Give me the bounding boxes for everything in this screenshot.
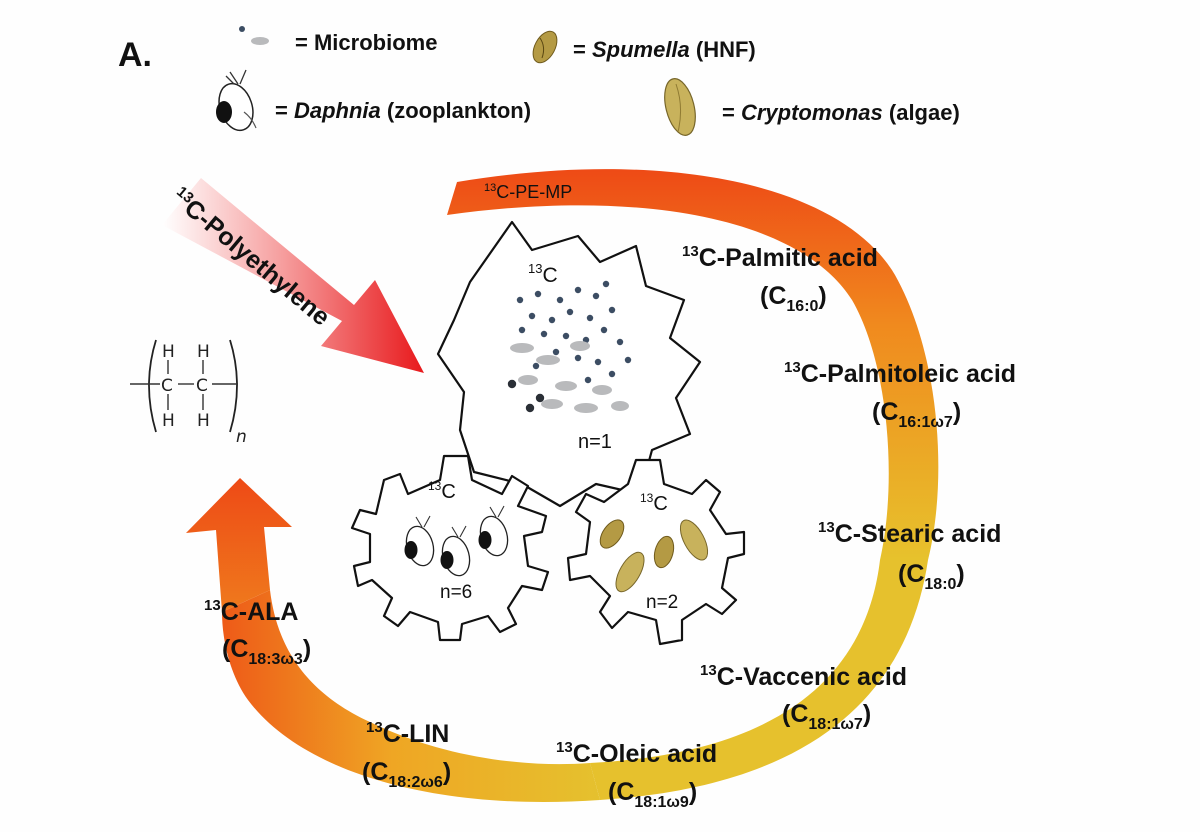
fatty-acid-name: 13C-LIN xyxy=(366,719,449,748)
gear-count-label: n=1 xyxy=(578,431,612,453)
legend-microbiome: = Microbiome xyxy=(295,30,437,55)
fatty-acid-stearic: 13C-Stearic acid (C18:0) xyxy=(818,519,1001,593)
fatty-acid-name: 13C-Palmitic acid xyxy=(682,243,878,272)
gear-count-label: n=6 xyxy=(440,582,472,603)
fatty-acid-palmitic: 13C-Palmitic acid (C16:0) xyxy=(682,243,878,315)
spumella-legend-icon xyxy=(532,30,558,64)
atom-h: H xyxy=(197,411,210,431)
fatty-acid-formula: (C16:0) xyxy=(760,282,827,315)
panel-label: A. xyxy=(118,36,152,74)
microbiome-gear: 13C n=1 xyxy=(436,220,702,508)
legend-spumella: = Spumella (HNF) xyxy=(573,37,756,62)
daphnia-cell-2 xyxy=(440,525,471,577)
fatty-acid-formula: (C18:1ω9) xyxy=(608,778,697,811)
microbiome-cells xyxy=(507,280,632,413)
fatty-acid-name: 13C-Palmitoleic acid xyxy=(784,359,1016,388)
fatty-acid-labels: 13C-Palmitic acid (C16:0) 13C-Palmitolei… xyxy=(204,243,1016,811)
repeat-subscript: n xyxy=(236,427,247,447)
cryptomonas-legend-icon xyxy=(664,78,696,136)
atom-c: C xyxy=(161,376,173,396)
fatty-acid-formula: (C18:1ω7) xyxy=(782,700,871,733)
polyethylene-arrow-label: 13C-Polyethylene xyxy=(166,183,335,331)
fatty-acid-name: 13C-Vaccenic acid xyxy=(700,662,907,691)
fatty-acid-lin: 13C-LIN (C18:2ω6) xyxy=(362,719,451,791)
atom-h: H xyxy=(162,342,175,362)
fatty-acid-formula: (C18:0) xyxy=(898,560,965,593)
fatty-acid-oleic: 13C-Oleic acid (C18:1ω9) xyxy=(556,739,717,811)
daphnia-gear: 13C n=6 xyxy=(350,454,550,642)
fatty-acid-formula: (C16:1ω7) xyxy=(872,398,961,431)
legend: = Microbiome = Spumella (HNF) = Daphnia … xyxy=(216,26,960,136)
fatty-acid-name: 13C-Stearic acid xyxy=(818,519,1001,548)
fatty-acid-vaccenic: 13C-Vaccenic acid (C18:1ω7) xyxy=(700,662,907,733)
fatty-acid-formula: (C18:2ω6) xyxy=(362,758,451,791)
atom-h: H xyxy=(197,342,210,362)
gear-isotope-label: 13C xyxy=(528,261,558,287)
algae-gear: 13C n=2 xyxy=(566,458,746,646)
gear-count-label: n=2 xyxy=(646,592,678,613)
fatty-acid-name: 13C-ALA xyxy=(204,597,298,626)
fatty-acid-palmitoleic: 13C-Palmitoleic acid (C16:1ω7) xyxy=(784,359,1016,431)
daphnia-legend-icon xyxy=(216,69,257,132)
atom-h: H xyxy=(162,411,175,431)
atom-c: C xyxy=(196,376,208,396)
cryptomonas-cells xyxy=(615,519,709,593)
cycle-ring xyxy=(186,169,939,803)
microbiome-legend-icon xyxy=(239,26,269,45)
gear-isotope-label: 13C xyxy=(428,479,456,503)
spumella-cells xyxy=(599,519,675,569)
fatty-acid-name: 13C-Oleic acid xyxy=(556,739,717,768)
gear-isotope-label: 13C xyxy=(640,491,668,515)
fatty-acid-ala: 13C-ALA (C18:3ω3) xyxy=(204,597,311,668)
legend-cryptomonas: = Cryptomonas (algae) xyxy=(722,100,960,125)
daphnia-cell-1 xyxy=(404,515,435,567)
pe-mp-label: 13C-PE-MP xyxy=(484,182,572,202)
daphnia-cell-3 xyxy=(478,505,509,557)
polyethylene-monomer-structure: H H C C H H n xyxy=(130,339,247,447)
legend-daphnia: = Daphnia (zooplankton) xyxy=(275,98,531,123)
fatty-acid-formula: (C18:3ω3) xyxy=(222,635,311,668)
